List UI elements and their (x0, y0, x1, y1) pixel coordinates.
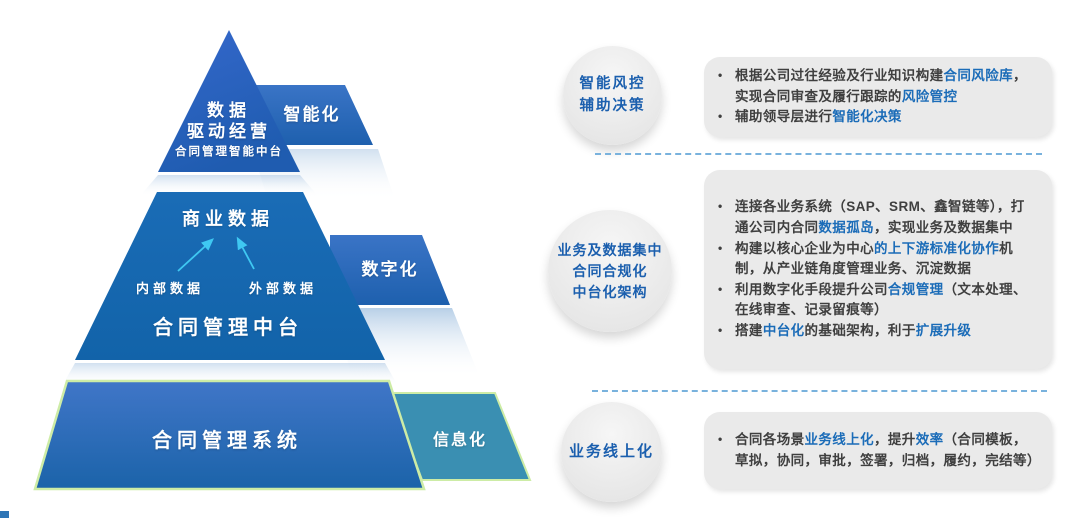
tier-top-title-line2: 驱动经营 (187, 122, 271, 141)
pyramid-graphic (33, 30, 532, 491)
circle-smart-risk: 智能风控辅助决策 (563, 46, 662, 145)
bullet-item: 合同各场景业务线上化，提升效率（合同模板，草拟，协同，审批，签署，归档，履约，完… (708, 430, 1040, 471)
block-centralization: 连接各业务系统（SAP、SRM、鑫智链等），打通公司内合同数据孤岛，实现业务及数… (704, 170, 1052, 369)
tag-informatization-label: 信息化 (432, 432, 487, 449)
dashed-divider-2 (592, 390, 1047, 392)
tier-middle-shape (75, 192, 385, 360)
bullet-item: 连接各业务系统（SAP、SRM、鑫智链等），打通公司内合同数据孤岛，实现业务及数… (708, 197, 1038, 238)
tag-digital-reflection (334, 308, 480, 378)
page-corner-artifact (0, 511, 9, 518)
bullet-item: 构建以核心企业为中心的上下游标准化协作机制，从产业链角度管理业务、沉淀数据 (708, 239, 1038, 280)
tag-intelligent-label: 智能化 (283, 105, 341, 124)
tier-middle-label: 合同管理中台 (153, 317, 303, 339)
bullet-list-business-online: 合同各场景业务线上化，提升效率（合同模板，草拟，协同，审批，签署，归档，履约，完… (708, 430, 1040, 471)
bullet-item: 利用数字化手段提升公司合规管理（文本处理、在线审查、记录留痕等） (708, 280, 1038, 321)
tier-top-title-line1: 数据 (207, 101, 251, 120)
tag-intelligent-shape (250, 85, 373, 145)
circle-business-online-label: 业务线上化 (568, 442, 654, 460)
circle-centralization: 业务及数据集中合同合规化中台化架构 (548, 210, 672, 332)
tier-top-shape (158, 30, 300, 172)
tag-digital-shape (330, 235, 450, 305)
circle-smart-risk-label: 智能风控辅助决策 (579, 75, 646, 114)
tier-bottom-shape (33, 379, 426, 491)
bullet-item: 搭建中台化的基础架构，利于扩展升级 (708, 321, 1038, 342)
tag-digital-label: 数字化 (361, 260, 419, 279)
block-business-online: 合同各场景业务线上化，提升效率（合同模板，草拟，协同，审批，签署，归档，履约，完… (704, 412, 1052, 489)
external-data-label: 外部数据 (248, 281, 317, 296)
tier-top-subtitle: 合同管理智能中台 (175, 146, 283, 158)
external-data-arrow (236, 236, 255, 270)
internal-data-arrow (177, 238, 214, 272)
internal-data-label: 内部数据 (135, 281, 204, 296)
bullet-item: 辅助领导层进行智能化决策 (708, 107, 1038, 128)
dashed-divider-1 (595, 153, 1042, 155)
circle-centralization-label: 业务及数据集中合同合规化中台化架构 (557, 241, 663, 300)
tier-top-reflection (140, 175, 318, 196)
tier-bottom-label: 合同管理系统 (152, 430, 302, 452)
circle-business-online: 业务线上化 (561, 402, 662, 502)
bullet-list-centralization: 连接各业务系统（SAP、SRM、鑫智链等），打通公司内合同数据孤岛，实现业务及数… (708, 197, 1038, 341)
block-smart-risk: 根据公司过往经验及行业知识构建合同风险库，实现合同审查及履行跟踪的风险管控辅助领… (704, 57, 1052, 137)
bullet-item: 根据公司过往经验及行业知识构建合同风险库，实现合同审查及履行跟踪的风险管控 (708, 66, 1038, 107)
tier-middle-title: 商业数据 (182, 209, 274, 229)
bullet-list-smart-risk: 根据公司过往经验及行业知识构建合同风险库，实现合同审查及履行跟踪的风险管控辅助领… (708, 66, 1038, 128)
